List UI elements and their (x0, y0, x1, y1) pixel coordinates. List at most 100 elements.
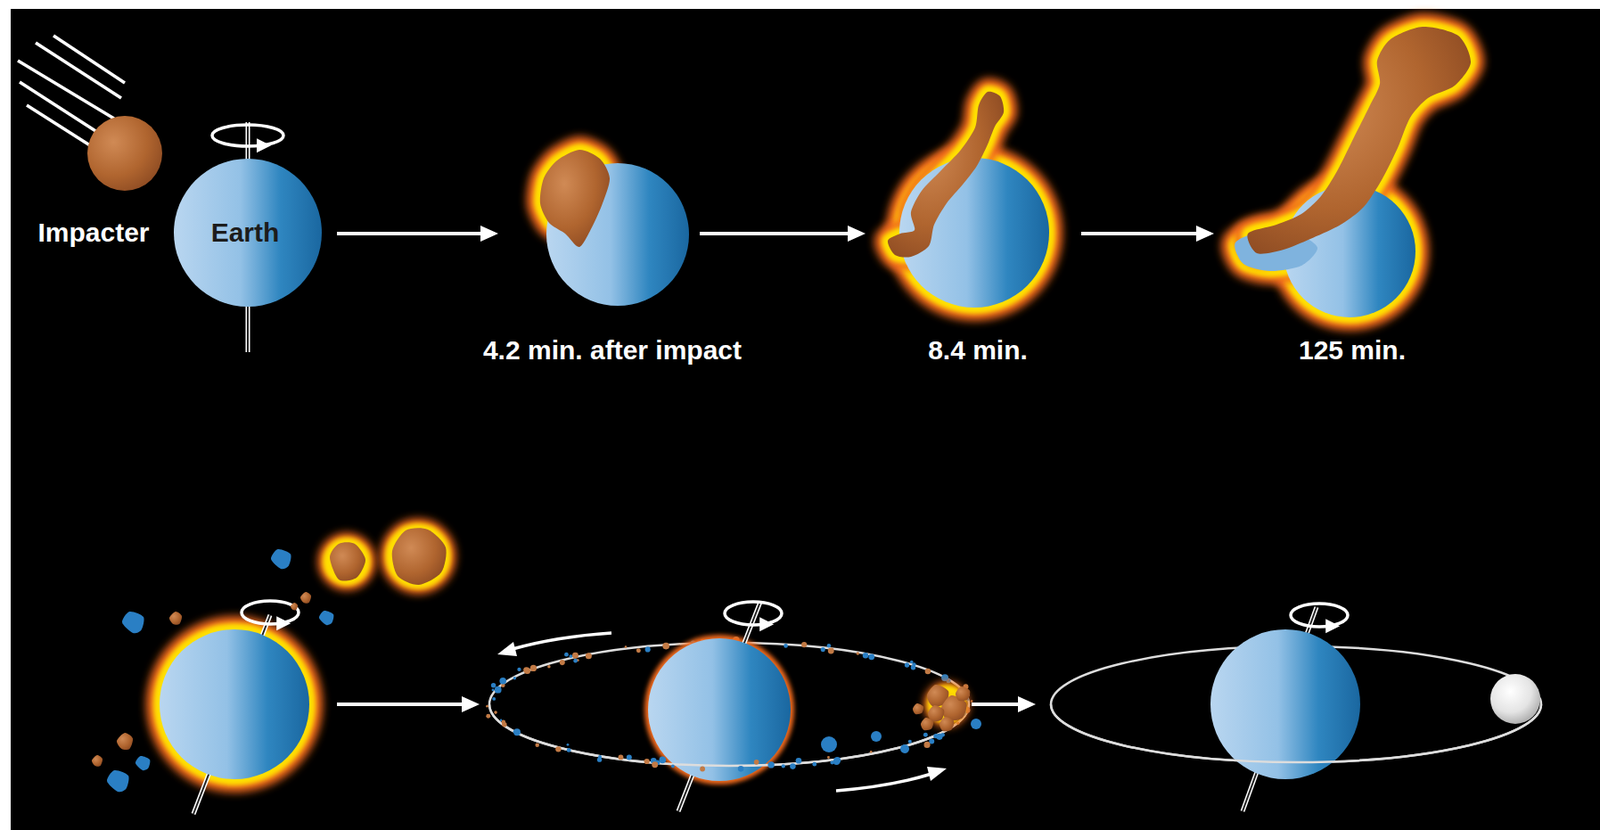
debris-particle (636, 648, 641, 653)
glow-core (389, 527, 447, 585)
debris-particle (513, 728, 521, 736)
orbit-direction-arrow (512, 632, 612, 649)
debris-particle (870, 730, 882, 742)
debris-particle (812, 762, 817, 767)
debris-particle (569, 654, 574, 658)
debris-particle (940, 732, 945, 738)
time-label: 125 min. (1298, 335, 1406, 367)
debris-particle (645, 646, 651, 652)
debris-particle (911, 662, 916, 666)
motion-streak (53, 35, 125, 83)
earth-fragment (122, 611, 145, 633)
rotation-arrowhead (1325, 618, 1340, 633)
impacter-fragment (116, 732, 133, 750)
debris-particle (494, 686, 502, 694)
node-shape (173, 158, 322, 307)
moon-orbit-front (1050, 704, 1542, 763)
debris-particle (513, 676, 517, 680)
debris-particle (513, 730, 517, 733)
debris-particle (928, 738, 935, 745)
debris-particle (530, 664, 537, 672)
debris-particle (547, 664, 550, 668)
debris-particle (485, 713, 491, 719)
debris-particle (559, 659, 566, 665)
molten-fragment (392, 527, 447, 585)
debris-particle (492, 688, 495, 691)
debris-particle (618, 754, 624, 760)
glow-halo (644, 634, 795, 785)
debris-particle (597, 756, 602, 762)
impacter-body: Impacter (87, 115, 163, 191)
debris-particle (908, 739, 912, 744)
sequence-arrow (1081, 231, 1200, 236)
glow-core (327, 541, 367, 582)
impacter-fragment (169, 611, 182, 625)
debris-particle (900, 744, 910, 754)
planet-label: Earth (211, 217, 280, 249)
debris-particle (699, 766, 706, 772)
debris-particle (493, 710, 498, 714)
earth-fragment (319, 610, 334, 625)
debris-particle (524, 667, 531, 674)
debris-particle (789, 763, 796, 770)
node-shape (87, 115, 163, 191)
debris-particle (970, 699, 974, 703)
sequence-arrowhead (461, 696, 480, 713)
debris-particle (644, 758, 650, 764)
debris-particle (781, 763, 786, 768)
debris-particle (534, 743, 540, 748)
debris-particle (828, 648, 835, 655)
debris-particle (658, 756, 666, 764)
debris-particle (904, 662, 910, 667)
debris-clump (920, 717, 934, 731)
debris-particle (499, 677, 507, 685)
orbit-direction-arrowhead (927, 766, 947, 781)
debris-particle (516, 667, 521, 672)
rotation-arrow (241, 600, 299, 624)
debris-particle (485, 705, 489, 708)
sequence-arrowhead (847, 225, 866, 242)
debris-particle (501, 720, 507, 725)
earth-globe (159, 629, 310, 780)
debris-particle (827, 755, 830, 759)
debris-particle (754, 759, 760, 765)
debris-particle (869, 750, 873, 754)
ejecta-plume (887, 91, 1004, 258)
molten-fragment (329, 541, 366, 581)
impacter-fragment (300, 591, 312, 604)
impacter-blob (540, 149, 610, 247)
debris-particle (624, 645, 628, 649)
earth-fragment (135, 755, 150, 771)
impacter-fragment (290, 602, 298, 610)
debris-particle (566, 747, 572, 753)
debris-particle (801, 641, 807, 648)
debris-particle (970, 718, 982, 730)
orbit-direction-arrowhead (497, 641, 517, 657)
sequence-arrowhead (1017, 696, 1036, 713)
rotation-arrow (212, 124, 284, 147)
debris-particle (923, 741, 930, 748)
rotation-arrow (724, 601, 782, 625)
debris-particle (572, 652, 579, 659)
sequence-arrow (971, 702, 1022, 706)
earth-fragment (106, 770, 130, 792)
time-label: 4.2 min. after impact (483, 335, 742, 367)
debris-particle (795, 757, 803, 764)
earth-globe (648, 638, 791, 781)
orbit-direction-arrow (836, 773, 932, 791)
debris-particle (862, 652, 869, 658)
debris-particle (651, 761, 658, 768)
ejecta-plume (1247, 26, 1471, 255)
earth-globe (1210, 629, 1361, 780)
debris-particle (767, 761, 774, 768)
rotation-arrowhead (256, 138, 271, 153)
debris-particle (820, 647, 826, 652)
time-label: 8.4 min. (927, 335, 1028, 367)
debris-particle (820, 736, 837, 753)
rotation-arrow (1290, 603, 1348, 627)
debris-particle (925, 668, 932, 675)
glow-halo (327, 541, 367, 582)
debris-clump (927, 705, 944, 722)
debris-particle (941, 673, 949, 682)
